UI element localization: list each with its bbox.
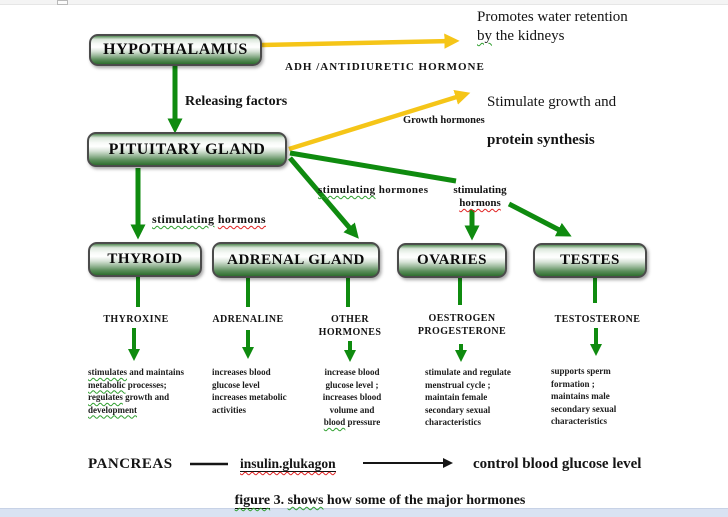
thyroid-box-label: THYROID [107, 251, 183, 267]
hypothalamus-box-label: HYPOTHALAMUS [103, 41, 248, 58]
line-pituitary-to-gonad-label [289, 150, 457, 184]
growth-callout-line2: protein synthesis [487, 132, 595, 148]
water-retention-callout: Promotes water retention by the kidneys [477, 9, 628, 44]
pituitary-box: PITUITARY GLAND [87, 132, 287, 167]
effect-oestrogen: stimulate and regulate menstrual cycle ;… [425, 367, 511, 427]
effect-testosterone: supports sperm formation ; maintains mal… [551, 366, 617, 426]
stimulating-hormones-label-mid: stimulating hormones [318, 184, 429, 196]
effect-other-hormones: increase blood glucose level ; increases… [322, 367, 382, 427]
stimulating-hormons-label-left: stimulating hormons [152, 212, 266, 226]
arrow-to-testes [507, 201, 572, 237]
hormone-name-other: OTHER HORMONES [318, 314, 382, 338]
pancreas-hormone-label: insulin.glukagon [240, 456, 336, 472]
growth-callout: Stimulate growth and protein synthesis [487, 74, 667, 150]
hormone-name-testosterone: TESTOSTERONE [554, 314, 641, 325]
hormone-name-adrenaline: ADRENALINE [212, 314, 284, 325]
arrow-adh-to-kidneys [261, 33, 460, 49]
ovaries-box-label: OVARIES [417, 252, 487, 268]
thyroid-box: THYROID [88, 242, 202, 277]
pituitary-box-label: PITUITARY GLAND [108, 140, 266, 158]
testes-box: TESTES [533, 243, 647, 278]
ovaries-box: OVARIES [397, 243, 507, 278]
effect-adrenaline: increases blood glucose level increases … [212, 367, 287, 415]
window-fragment-square [57, 0, 68, 5]
adh-hormone-label: ADH /ANTIDIURETIC HORMONE [285, 61, 485, 73]
hypothalamus-box: HYPOTHALAMUS [89, 34, 262, 66]
pancreas-label: PANCREAS [88, 456, 173, 472]
hormone-name-oestrogen-progesterone: OESTROGEN PROGESTERONE [417, 313, 507, 337]
effect-thyroxine: stimulates and maintains metabolic proce… [88, 367, 185, 415]
growth-callout-line1: Stimulate growth and [487, 94, 617, 110]
figure-caption: figure 3. shows how some of the major ho… [234, 493, 526, 509]
growth-hormones-label: Growth hormones [403, 115, 485, 126]
testes-box-label: TESTES [560, 252, 620, 268]
hormone-name-thyroxine: THYROXINE [103, 314, 169, 325]
adrenal-box: ADRENAL GLAND [212, 242, 380, 278]
pancreas-effect-label: control blood glucose level [473, 456, 642, 472]
window-top-strip [0, 0, 728, 5]
taskbar-strip [0, 508, 728, 517]
adrenal-box-label: ADRENAL GLAND [227, 251, 365, 268]
releasing-factors-label: Releasing factors [185, 94, 288, 109]
stimulating-hormons-label-right: stimulating hormons [453, 184, 507, 209]
